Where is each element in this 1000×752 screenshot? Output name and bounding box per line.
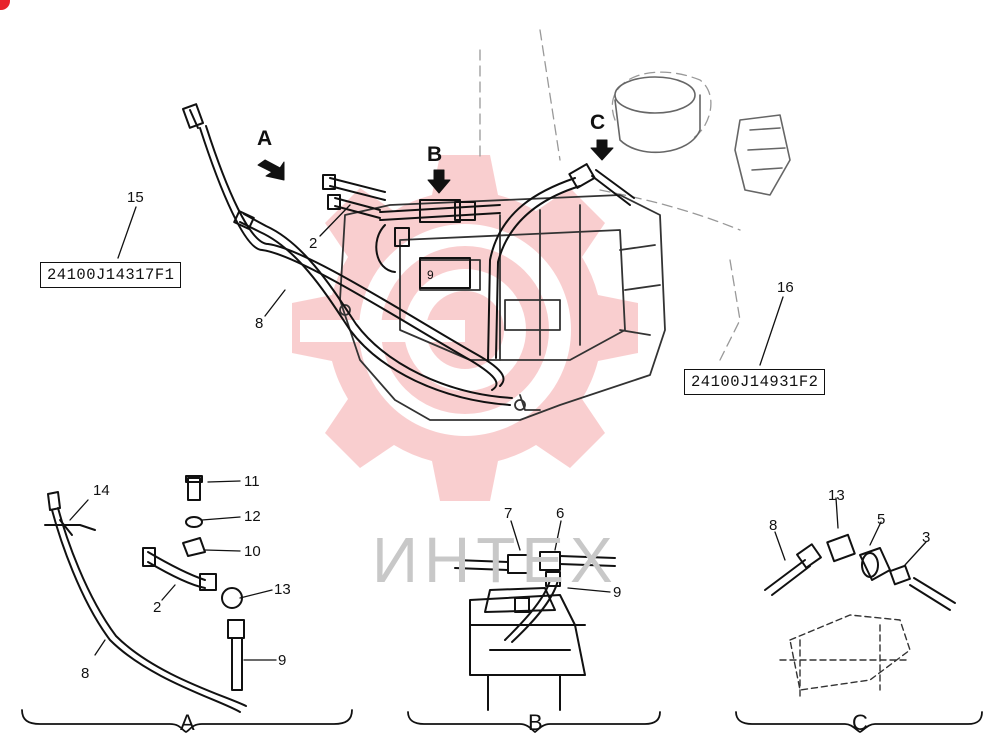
- corner-badge: [0, 0, 10, 10]
- callout-16: 16: [777, 279, 794, 296]
- detail-b-callout-9: 9: [613, 584, 622, 601]
- detail-a-callout-8: 8: [81, 665, 90, 682]
- part-number-box-left: 24100J14317F1: [40, 262, 182, 288]
- detail-a-callout-11: 11: [244, 473, 260, 490]
- callout-2: 2: [309, 235, 318, 252]
- detail-c-callout-3: 3: [922, 529, 931, 546]
- detail-a-callout-13: 13: [274, 581, 291, 598]
- view-marker-b: B: [427, 143, 443, 166]
- detail-a-callout-14: 14: [93, 482, 110, 499]
- detail-a-callout-12: 12: [244, 508, 261, 525]
- detail-a-callout-9: 9: [278, 652, 287, 669]
- detail-a-callout-2: 2: [153, 599, 162, 616]
- detail-section-label-b: B: [528, 710, 543, 735]
- watermark-logo: [292, 155, 638, 501]
- callout-8: 8: [255, 315, 264, 332]
- callout-9: 9: [427, 268, 434, 282]
- detail-section-label-c: C: [852, 710, 868, 735]
- detail-c-callout-13: 13: [828, 487, 845, 504]
- detail-a-callout-10: 10: [244, 543, 261, 560]
- detail-b-callout-6: 6: [556, 505, 565, 522]
- detail-b-callout-7: 7: [504, 505, 513, 522]
- detail-section-label-a: A: [180, 710, 195, 735]
- detail-c-callout-5: 5: [877, 511, 886, 528]
- view-marker-a: A: [257, 127, 273, 150]
- detail-c-callout-8: 8: [769, 517, 778, 534]
- view-marker-c: C: [590, 111, 606, 134]
- part-number-box-right: 24100J14931F2: [684, 369, 826, 395]
- callout-15: 15: [127, 189, 144, 206]
- watermark-text: ИНТЕХ: [372, 524, 619, 596]
